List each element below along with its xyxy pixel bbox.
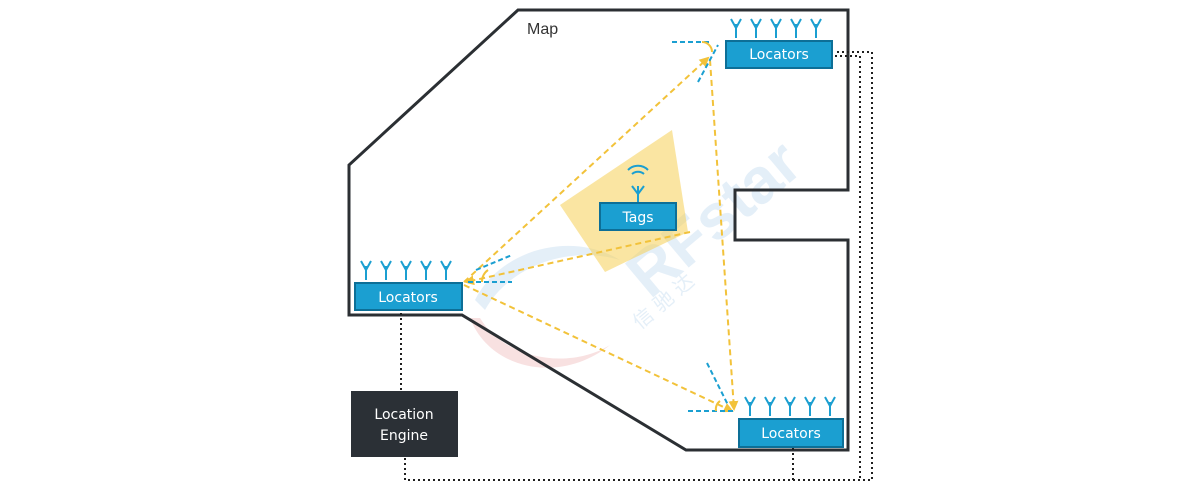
antenna-icon xyxy=(784,396,796,416)
location-engine-line2: Engine xyxy=(380,428,428,444)
antenna-array-top-right xyxy=(730,18,822,38)
antenna-icon xyxy=(764,396,776,416)
antenna-icon xyxy=(420,260,432,280)
antenna-icon xyxy=(400,260,412,280)
antenna-icon xyxy=(744,396,756,416)
locator-left: Locators xyxy=(354,260,463,311)
connector-topright-locator xyxy=(835,55,861,480)
locator-box-left xyxy=(354,282,463,311)
antenna-icon xyxy=(360,260,372,280)
signal-arrow-topright-to-bottomright xyxy=(709,59,739,411)
signal-arrows xyxy=(463,56,739,413)
antenna-icon xyxy=(810,18,822,38)
antenna-icon xyxy=(440,260,452,280)
location-engine-line1: Location xyxy=(374,407,433,423)
wifi-signal-icon xyxy=(627,164,649,175)
locator-box-bottom-right xyxy=(738,418,844,448)
antenna-icon xyxy=(804,396,816,416)
location-engine: Location Engine xyxy=(351,391,458,457)
locator-label-bottom-right: Locators xyxy=(761,426,821,442)
locator-label-top-right: Locators xyxy=(749,47,809,63)
locator-label-left: Locators xyxy=(378,290,438,306)
antenna-icon xyxy=(824,396,836,416)
engine-connectors xyxy=(400,51,873,481)
locator-bottom-right: Locators xyxy=(738,396,844,448)
location-engine-box xyxy=(351,391,458,457)
locator-top-right: Locators xyxy=(725,18,833,69)
tags-label: Tags xyxy=(622,210,654,226)
antenna-icon xyxy=(770,18,782,38)
signal-arrow-left-to-topright xyxy=(463,56,710,283)
tag-node: Tags xyxy=(599,164,677,231)
watermark-swoosh-red xyxy=(470,318,610,368)
antenna-array-left xyxy=(360,260,452,280)
antenna-icon xyxy=(730,18,742,38)
antenna-icon xyxy=(631,185,645,202)
antenna-array-bottom-right xyxy=(744,396,836,416)
signal-arrow-tag-to-left xyxy=(464,231,691,286)
antenna-icon xyxy=(790,18,802,38)
antenna-icon xyxy=(750,18,762,38)
map-boundary xyxy=(347,8,850,452)
watermark-swoosh-blue xyxy=(475,245,620,310)
antenna-icon xyxy=(380,260,392,280)
tags-box xyxy=(599,202,677,231)
locator-box-top-right xyxy=(725,40,833,69)
map-label: Map xyxy=(527,21,558,38)
tag-zone xyxy=(560,130,688,272)
angle-indicators xyxy=(468,41,734,412)
